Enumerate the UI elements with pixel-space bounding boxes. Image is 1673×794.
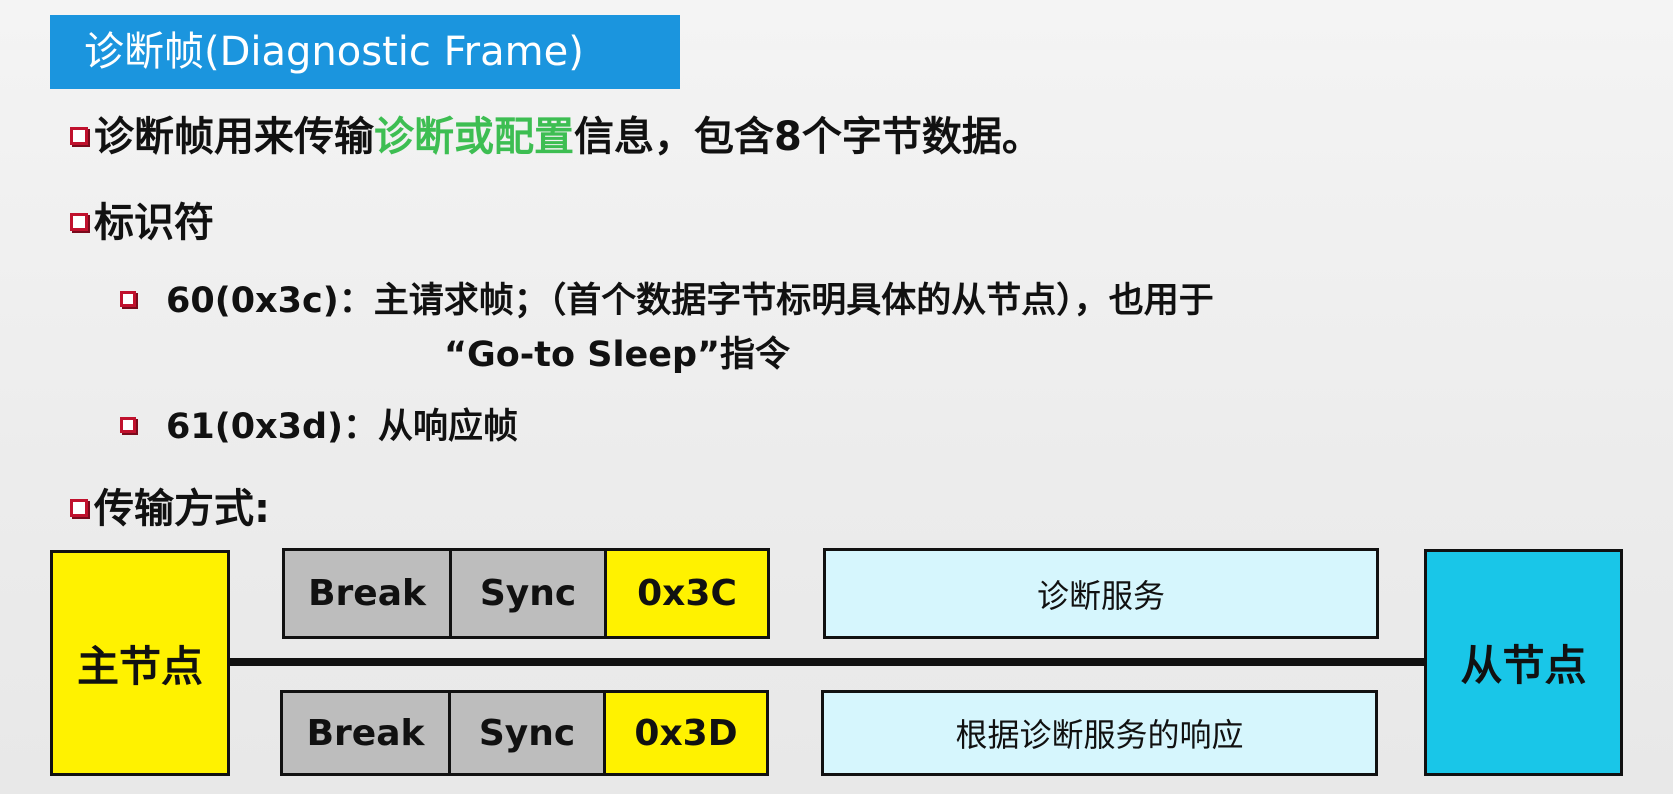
sub-bullet-slave-response-text: 61(0x3d)：从响应帧 — [166, 407, 519, 447]
bullet-identifier-label: 标识符 — [94, 200, 214, 246]
sub-bullet-box-icon — [120, 291, 136, 307]
request-break-cell: Break — [282, 548, 452, 639]
request-data-cell: 诊断服务 — [823, 548, 1379, 639]
request-pid-cell: 0x3C — [604, 548, 770, 639]
bullet-identifier: 标识符 — [70, 190, 214, 248]
slave-node: 从节点 — [1424, 549, 1623, 776]
bullet-transfer-mode-label: 传输方式: — [94, 486, 270, 532]
response-data-cell: 根据诊断服务的响应 — [821, 690, 1378, 776]
bullet-diagnostic-frame-purpose: 诊断帧用来传输诊断或配置信息，包含8个字节数据。 — [70, 104, 1042, 162]
request-sync-cell: Sync — [449, 548, 607, 639]
response-break-cell: Break — [280, 690, 451, 776]
bullet-text-post: 信息，包含8个字节数据。 — [574, 114, 1042, 160]
slide-title: 诊断帧(Diagnostic Frame) — [50, 15, 680, 89]
bullet-box-icon — [70, 499, 88, 517]
bullet-box-icon — [70, 127, 88, 145]
sub-bullet-master-request-continuation: “Go-to Sleep”指令 — [444, 335, 791, 375]
bullet-transfer-mode: 传输方式: — [70, 476, 270, 534]
bus-line — [228, 658, 1426, 666]
sub-bullet-master-request: 60(0x3c)：主请求帧；（首个数据字节标明具体的从节点），也用于 — [120, 272, 1214, 323]
response-sync-cell: Sync — [448, 690, 606, 776]
sub-bullet-slave-response: 61(0x3d)：从响应帧 — [120, 398, 518, 449]
master-node: 主节点 — [50, 550, 230, 776]
sub-bullet-box-icon — [120, 417, 136, 433]
bullet-box-icon — [70, 213, 88, 231]
sub-bullet-master-request-text: 60(0x3c)：主请求帧；（首个数据字节标明具体的从节点），也用于 — [166, 281, 1214, 321]
bullet-text-highlight: 诊断或配置 — [374, 114, 574, 160]
bullet-text-pre: 诊断帧用来传输 — [94, 114, 374, 160]
response-pid-cell: 0x3D — [603, 690, 769, 776]
